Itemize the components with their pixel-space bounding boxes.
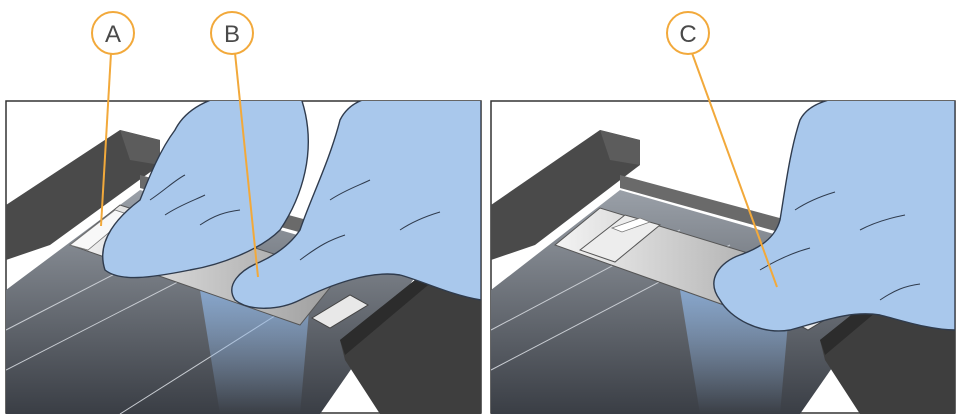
callout-c-label: C [679, 21, 696, 48]
callout-a-label: A [105, 21, 121, 48]
right-panel [491, 95, 955, 414]
callout-b-label: B [224, 21, 240, 48]
